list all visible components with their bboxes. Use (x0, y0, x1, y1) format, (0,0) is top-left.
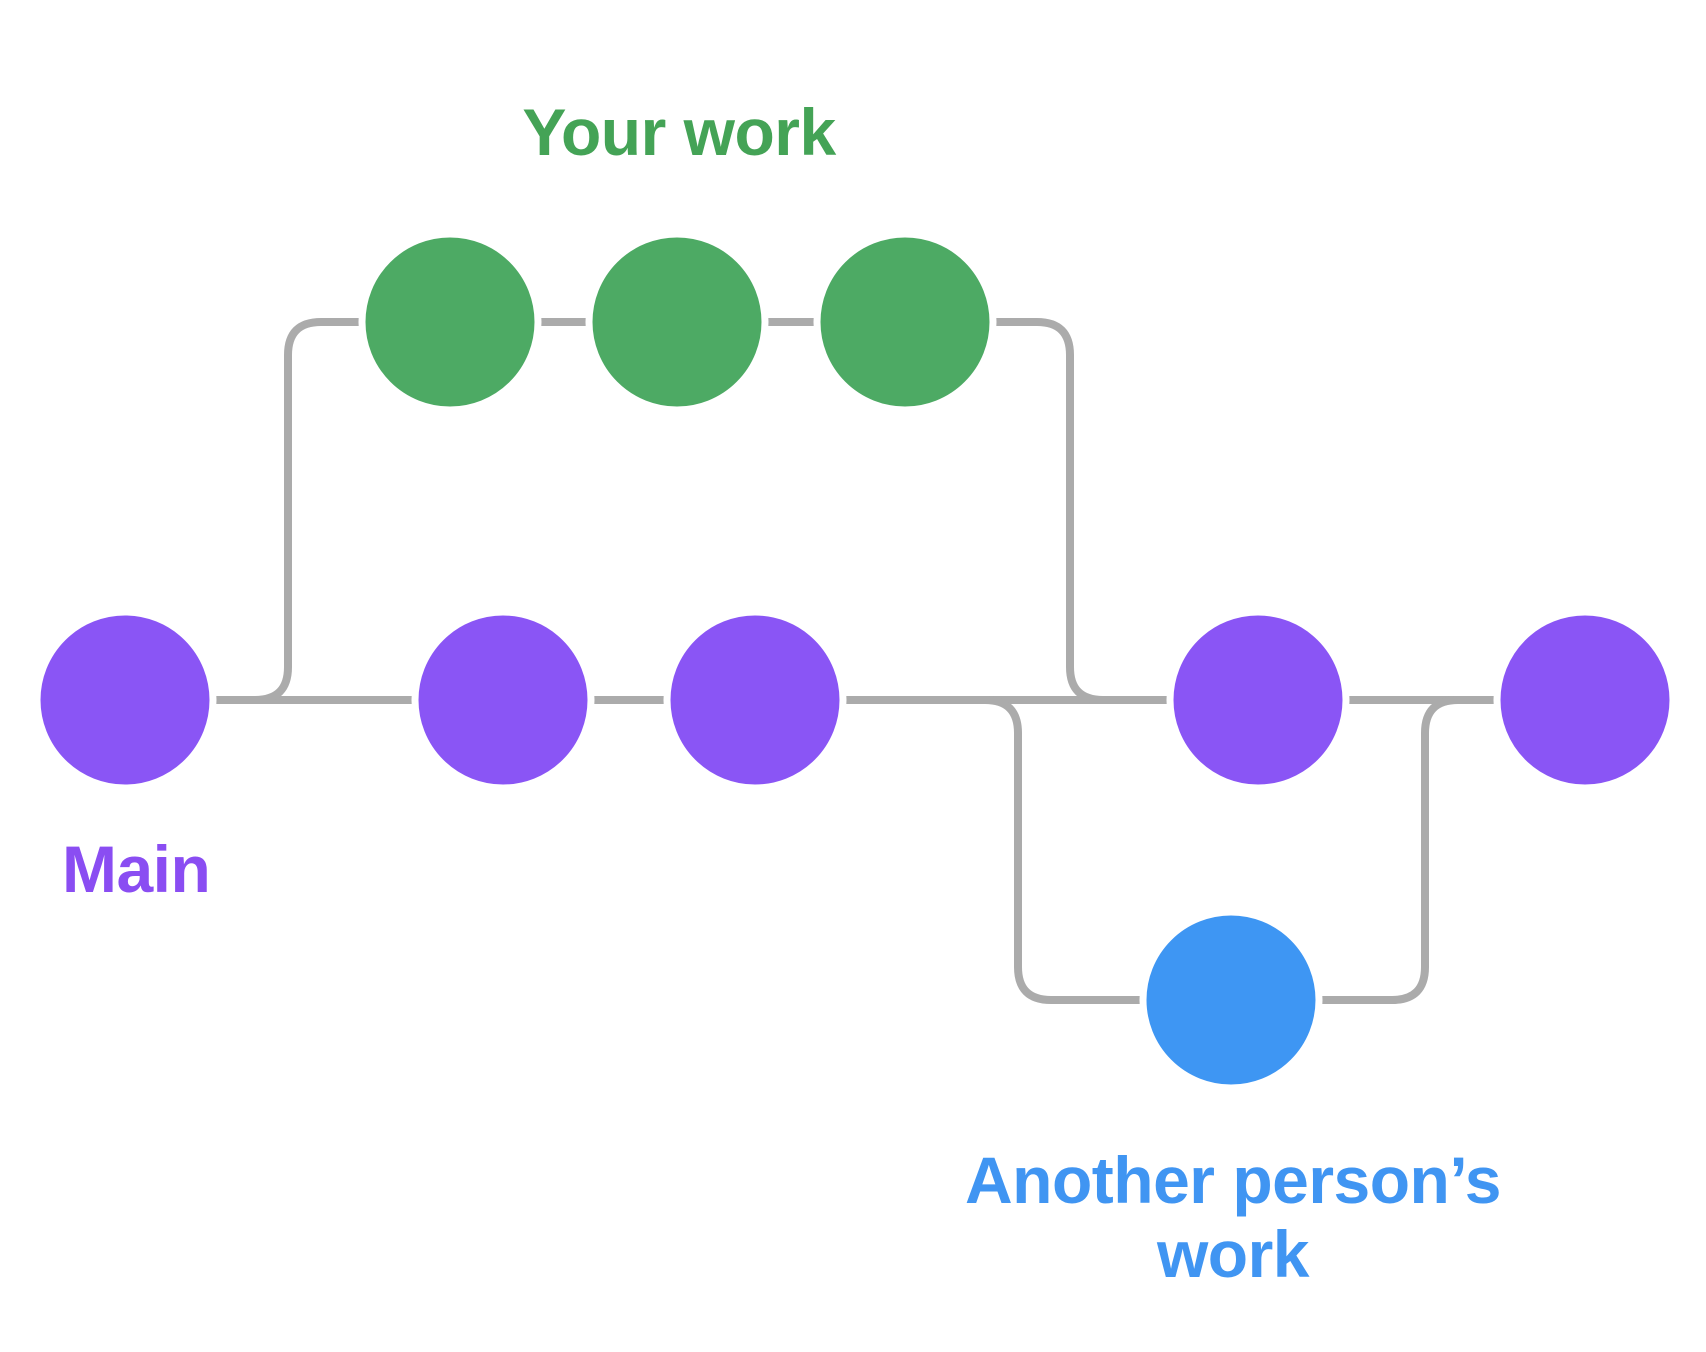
commit-node-main (1493, 608, 1677, 792)
commit-node-main (663, 608, 847, 792)
commit-node-your-work (813, 230, 997, 414)
commit-node-your-work (358, 230, 542, 414)
connector-lines (125, 318, 1585, 1004)
commit-node-main (33, 608, 217, 792)
branch-label-your-work: Your work (522, 95, 836, 169)
commit-nodes (33, 230, 1677, 1092)
commit-node-your-work (585, 230, 769, 414)
commit-node-main (1166, 608, 1350, 792)
branch-label-another-persons-work: Another person’s work (965, 1143, 1501, 1291)
branch-label-main: Main (62, 832, 211, 906)
commit-node-another-persons-work (1139, 908, 1323, 1092)
commit-node-main (411, 608, 595, 792)
